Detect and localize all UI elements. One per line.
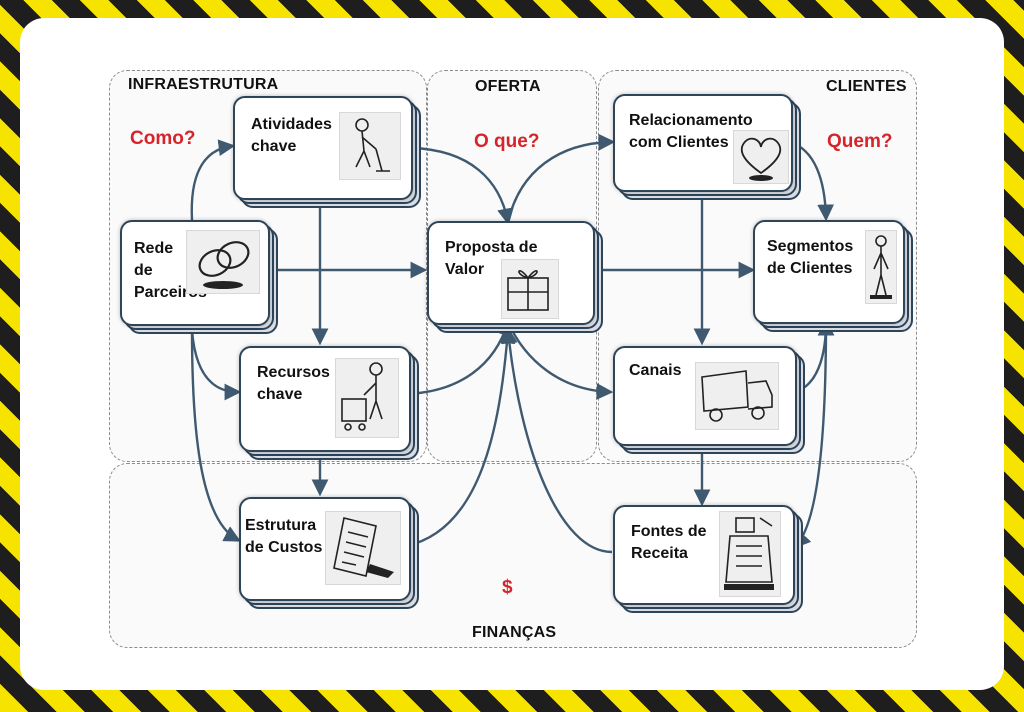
- block-segmentos-de-clientes[interactable]: Segmentos de Clientes: [753, 220, 905, 324]
- gift-box-icon: [501, 259, 559, 319]
- block-fontes-de-receita[interactable]: Fontes de Receita: [613, 505, 795, 605]
- heart-icon: [733, 130, 789, 184]
- person-digging-icon: [339, 112, 401, 180]
- chain-links-icon: [186, 230, 260, 294]
- block-label: Atividades chave: [251, 116, 332, 155]
- arrow-receita-to-proposta: [500, 326, 613, 554]
- arrow-rede-to-custos: [190, 329, 241, 542]
- person-with-cart-icon: [335, 358, 399, 438]
- question-quem: Quem?: [827, 131, 893, 152]
- block-relacionamento-com-clientes[interactable]: Relacionamento com Clientes: [613, 94, 793, 192]
- arrow-rede-to-recursos: [190, 329, 242, 401]
- arrow-segmentos-to-receita: [793, 321, 828, 549]
- arrow-atividades-to-proposta: [411, 146, 514, 226]
- block-proposta-de-valor[interactable]: Proposta de Valor: [427, 221, 595, 325]
- truck-icon: [695, 362, 779, 430]
- block-recursos-chave[interactable]: Recursos chave: [239, 346, 411, 452]
- block-label: Segmentos de Clientes: [767, 238, 854, 277]
- cash-register-icon: [719, 511, 781, 597]
- standing-person-icon: [865, 230, 897, 304]
- block-label: Proposta de Valor: [445, 239, 538, 278]
- block-atividades-chave[interactable]: Atividades chave: [233, 96, 413, 200]
- arrow-proposta-to-relacionamento: [506, 133, 616, 223]
- block-estrutura-de-custos[interactable]: Estrutura de Custos: [239, 497, 411, 601]
- region-label-clientes: CLIENTES: [826, 78, 907, 95]
- receipt-icon: [325, 511, 401, 585]
- question-como: Como?: [130, 128, 196, 149]
- finance-dollar-sign: $: [502, 577, 513, 598]
- block-label: Estrutura de Custos: [245, 517, 323, 556]
- region-label-oferta: OFERTA: [475, 78, 541, 95]
- block-rede-de-parceiros[interactable]: Rede de Parceiros: [120, 220, 270, 326]
- region-label-infraestrutura: INFRAESTRUTURA: [128, 76, 279, 93]
- region-label-financas: FINANÇAS: [472, 624, 557, 641]
- block-label: Relacionamento com Clientes: [629, 112, 753, 151]
- question-o-que: O que?: [474, 131, 540, 152]
- arrow-custos-to-proposta: [405, 326, 516, 548]
- block-label: Canais: [629, 362, 682, 379]
- block-label: Recursos chave: [257, 364, 330, 403]
- block-label: Fontes de Receita: [631, 523, 707, 562]
- arrow-rede-to-atividades: [190, 139, 236, 221]
- block-canais[interactable]: Canais: [613, 346, 797, 446]
